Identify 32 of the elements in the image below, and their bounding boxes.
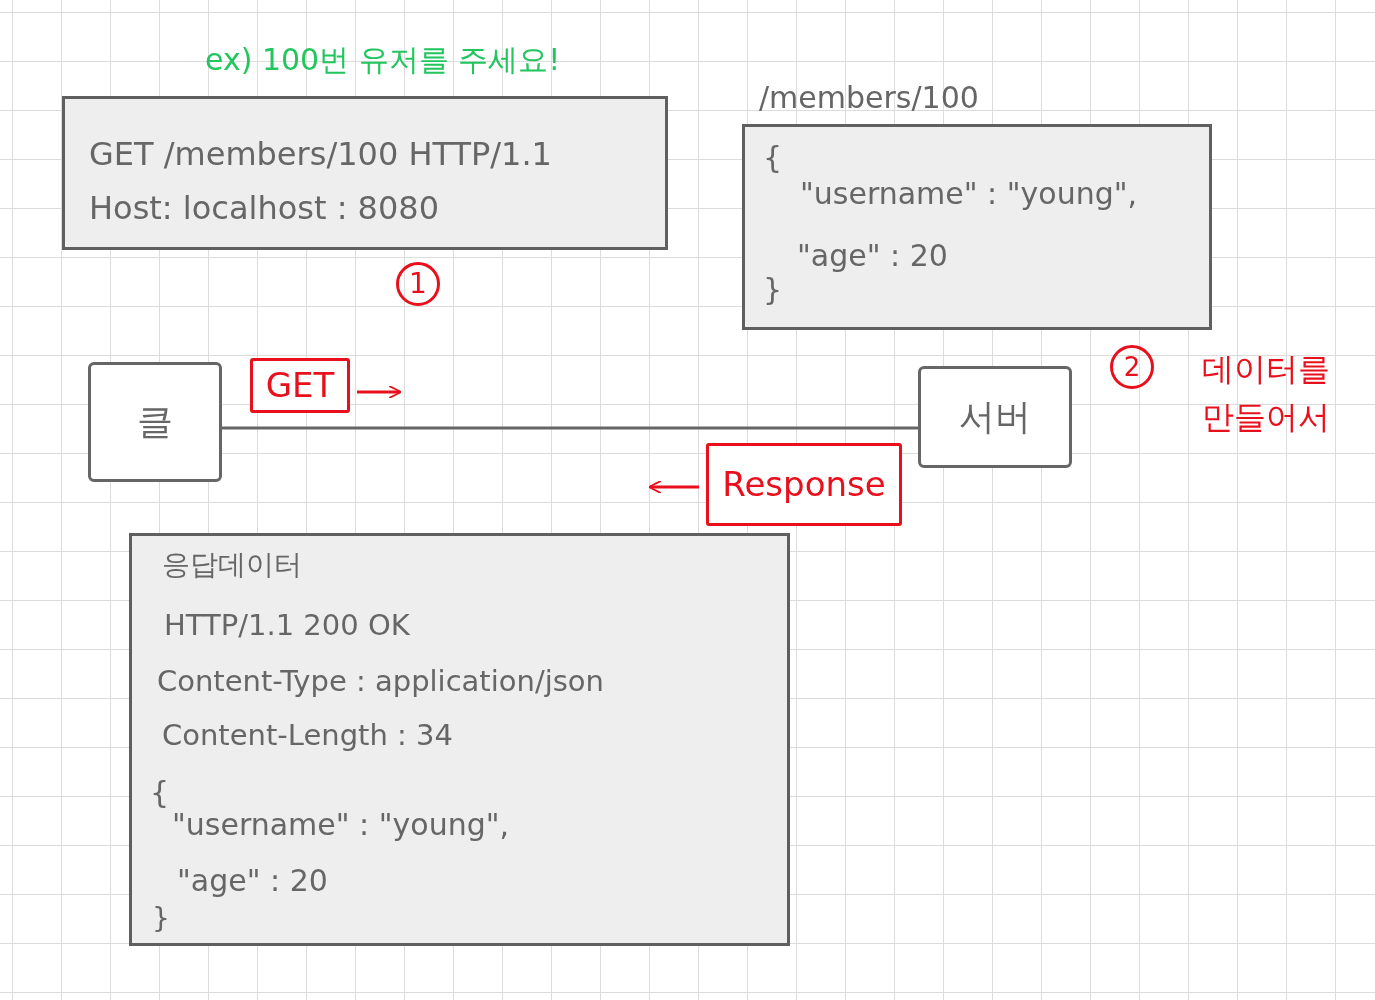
code-line: "age" : 20: [797, 239, 948, 272]
method-tag: [250, 358, 350, 413]
response-message-box: [129, 533, 790, 946]
code-line: "username" : "young",: [800, 177, 1138, 210]
path-heading: /members/100: [759, 81, 979, 114]
code-line: HTTP/1.1 200 OK: [164, 610, 410, 642]
code-line: "age" : 20: [177, 864, 328, 897]
code-line: Response: [721, 465, 887, 504]
code-line: {: [150, 776, 170, 809]
code-line: GET: [264, 366, 336, 405]
code-line: }: [763, 273, 783, 306]
code-line: "username" : "young",: [172, 808, 510, 841]
code-line: Content-Length : 34: [162, 720, 453, 752]
client-box: [88, 362, 222, 482]
arrow: [647, 480, 699, 494]
connector-line: [222, 426, 918, 430]
box-heading: 응답데이터: [162, 550, 302, 581]
code-line: 클: [136, 402, 174, 442]
code-line: GET /members/100 HTTP/1.1: [89, 137, 552, 173]
server-box: [918, 366, 1072, 468]
code-line: Host: localhost : 8080: [89, 191, 439, 227]
code-line: 서버: [958, 397, 1032, 437]
step-number: 1: [396, 262, 440, 306]
step-note: 데이터를 만들어서: [1201, 349, 1330, 438]
response-tag: [706, 443, 902, 526]
example-note: ex) 100번 유저를 주세요!: [205, 41, 561, 79]
code-line: }: [152, 904, 170, 935]
arrow: [357, 385, 403, 399]
step-number: 2: [1110, 345, 1154, 389]
code-line: Content-Type : application/json: [157, 666, 604, 698]
code-line: {: [763, 141, 783, 174]
request-message-box: [62, 96, 668, 250]
